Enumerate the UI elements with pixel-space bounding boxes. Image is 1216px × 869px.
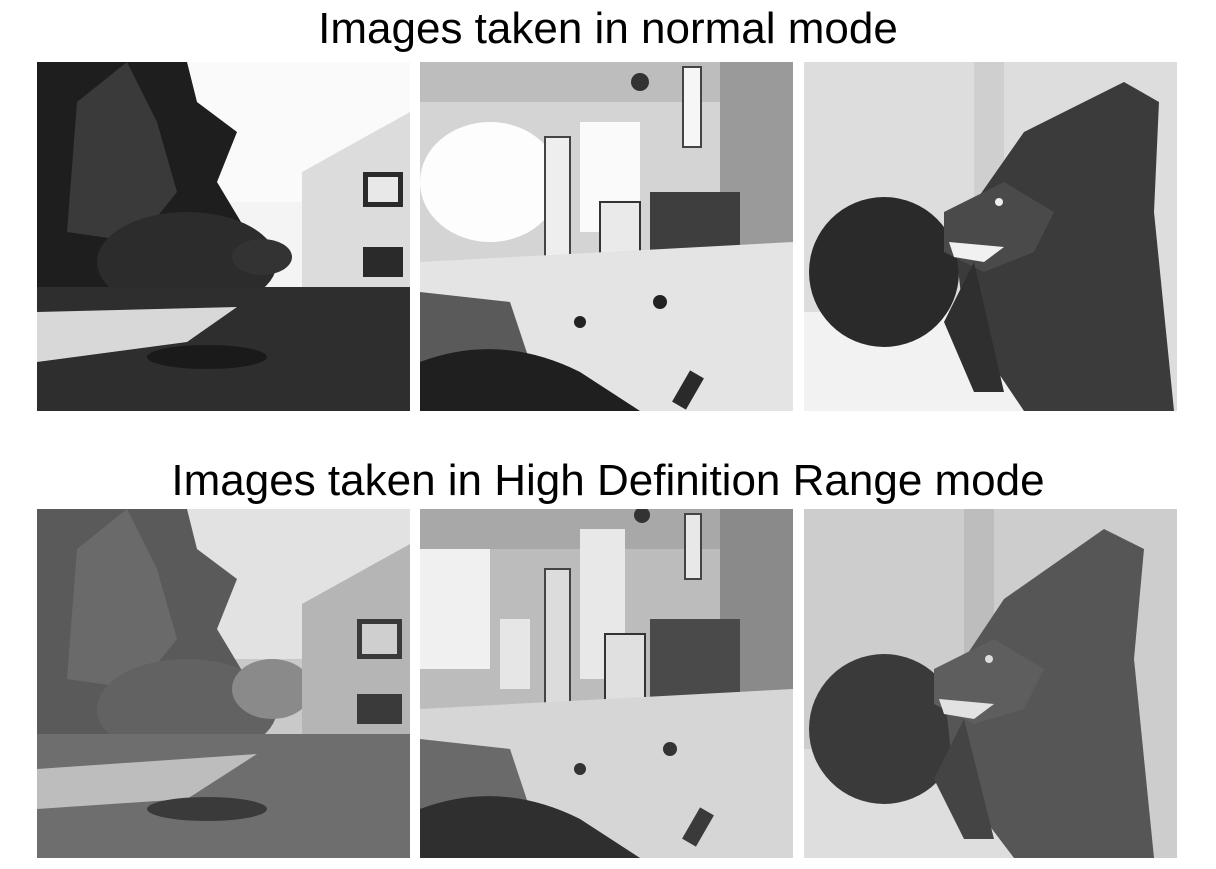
- photo-indoor-normal: [420, 62, 793, 411]
- photo-outdoor-hdr: [37, 509, 410, 858]
- photo-fox-normal: [804, 62, 1177, 411]
- photo-outdoor-normal: [37, 62, 410, 411]
- photo-fox-hdr: [804, 509, 1177, 858]
- heading-normal-mode: Images taken in normal mode: [318, 4, 898, 53]
- heading-hdr-mode: Images taken in High Definition Range mo…: [171, 456, 1045, 505]
- photo-indoor-hdr: [420, 509, 793, 858]
